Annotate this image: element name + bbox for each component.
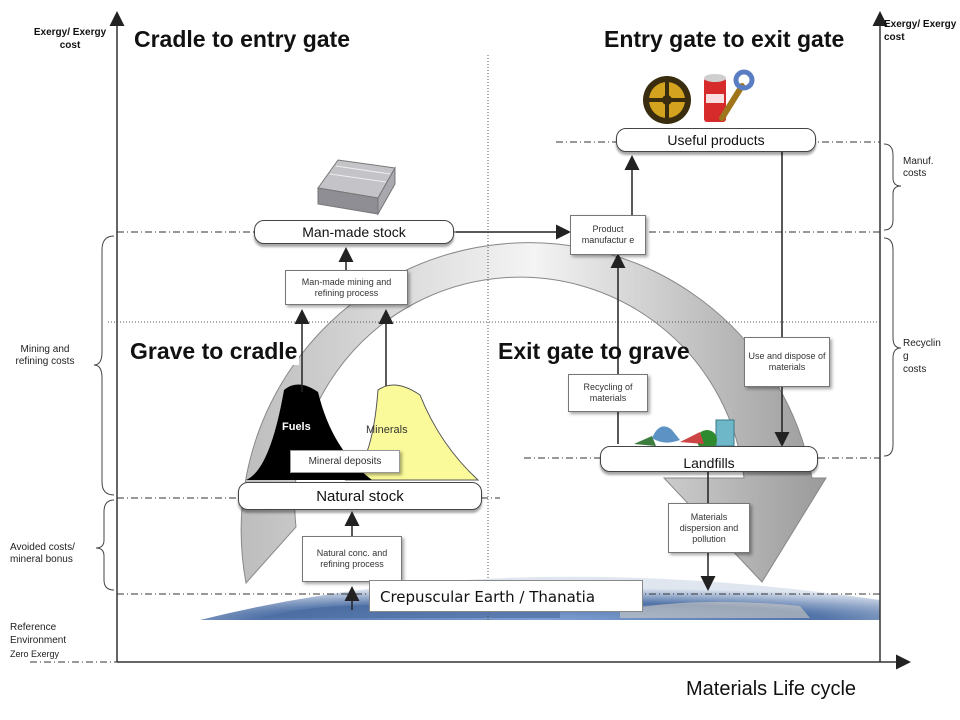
natural-stock: Natural stock [238,482,482,510]
x-axis-label: Materials Life cycle [686,678,857,700]
wrench-icon [719,69,755,121]
metal-ingots-icon [317,159,396,216]
cola-can-icon [704,74,726,122]
materials-dispersion-box: Materials dispersion and pollution [668,503,750,553]
product-manufacture-box: Product manufactur e [570,215,646,255]
manuf-costs-label: Manuf. costs [903,156,934,179]
quadrant-title-exit-to-grave: Exit gate to grave [498,338,690,364]
man-made-stock: Man-made stock [254,220,454,244]
recycling-costs-line1: Recyclin [903,338,941,349]
reference-env-line2: Environment [10,635,67,646]
life-cycle-arrow [240,242,827,585]
reference-env-line1: Reference [10,622,57,633]
minerals-label: Minerals [366,424,408,436]
right-axis-label: Exergy/ Exergy cost [884,19,957,43]
landfills-stock: Landfills [600,446,818,472]
left-braces [93,235,115,591]
man-made-mining-box: Man-made mining and refining process [285,270,408,305]
avoided-costs-label: Avoided costs/ mineral bonus [10,542,75,565]
mineral-deposits-box: Mineral deposits [290,450,400,473]
recycling-costs-line2: g [903,351,909,362]
reference-env-line3: Zero Exergy [10,649,60,659]
earth-label: Crepuscular Earth / Thanatia [369,580,643,612]
waste-pile-icon [634,419,735,450]
recycling-box: Recycling of materials [568,374,648,412]
quadrant-dividers [108,55,880,620]
natural-conc-box: Natural conc. and refining process [302,536,402,582]
car-wheel-icon [643,76,691,124]
axes [109,11,911,670]
mining-costs-label: Mining and refining costs [15,344,75,367]
recycling-costs-line3: costs [903,364,927,375]
right-braces [883,143,902,457]
quadrant-title-entry-to-exit: Entry gate to exit gate [604,26,845,52]
useful-products-stock: Useful products [616,128,816,152]
quadrant-title-cradle-to-entry: Cradle to entry gate [134,26,350,52]
left-axis-label: Exergy/ Exergy cost [33,27,107,51]
quadrant-title-grave-to-cradle: Grave to cradle [128,338,300,365]
fuels-label: Fuels [282,421,311,433]
use-and-dispose-box: Use and dispose of materials [744,337,830,387]
